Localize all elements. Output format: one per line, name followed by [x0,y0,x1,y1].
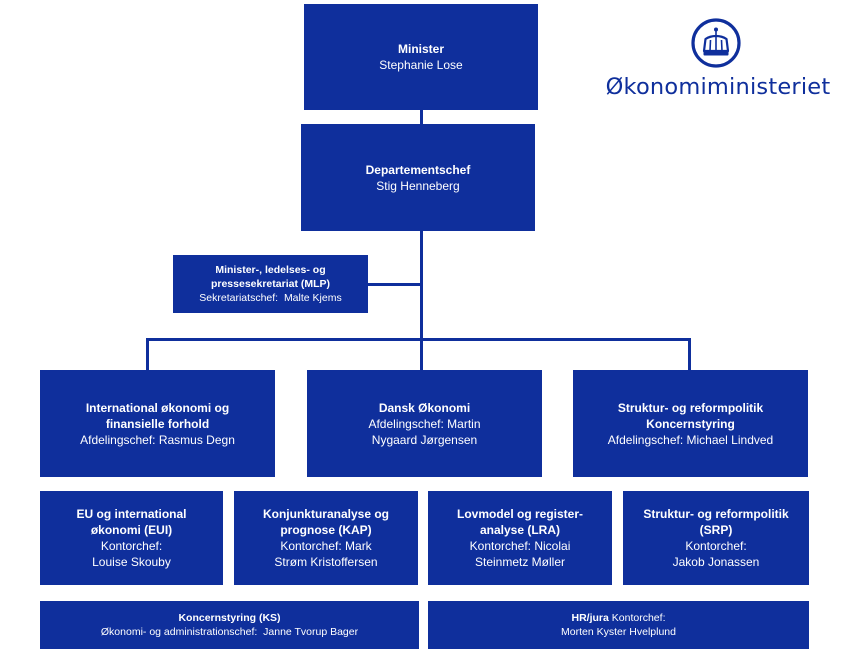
office-title-line2: økonomi (EUI) [90,523,173,537]
office-role-line2: Steinmetz Møller [474,555,566,569]
hr-role: Kontorchef: [611,612,666,624]
office-role-line1: Kontorchef: Nicolai [469,539,571,553]
ks-role-line: Økonomi- og administrationschef: Janne T… [101,625,358,639]
division-struktur: Struktur- og reformpolitik Koncernstyrin… [573,370,808,477]
division-role-line2: Nygaard Jørgensen [371,432,478,447]
hr-name: Morten Kyster Hvelplund [561,626,676,638]
office-role-line2: Jakob Jonassen [672,555,760,569]
office-title-line1: Lovmodel og register- [456,507,584,521]
office-eui: EU og international økonomi (EUI) Kontor… [40,491,223,585]
ks-name: Janne Tvorup Bager [263,626,359,638]
division-title-line2: Koncernstyring [646,416,735,431]
office-role-line1: Kontorchef: Mark [280,539,372,553]
connector-left-division [146,338,149,370]
hr-jura-box: HR/jura Kontorchef: Morten Kyster Hvelpl… [428,601,809,649]
mlp-role-line: Sekretariatschef: Malte Kjems [199,291,341,305]
departementschef-title: Departementschef [365,162,471,177]
mlp-role: Sekretariatschef: [199,292,279,304]
division-title-line1: Struktur- og reformpolitik [617,400,764,415]
ks-role: Økonomi- og administrationschef: [100,626,258,638]
mlp-box: Minister-, ledelses- og pressesekretaria… [173,255,368,313]
connector-minister-departementschef [420,110,423,124]
mlp-title-line1: Minister-, ledelses- og [215,264,326,276]
ks-title: Koncernstyring (KS) [178,612,281,624]
crown-icon [691,18,741,68]
division-international: International økonomi og finansielle for… [40,370,275,477]
division-title-line2: finansielle forhold [105,416,210,431]
connector-horizontal [146,338,690,341]
division-role-line1: Afdelingschef: Rasmus Degn [80,432,235,447]
hr-title-line: HR/jura Kontorchef: [572,611,666,625]
division-role-line1: Afdelingschef: Martin [368,416,481,431]
division-title-line1: Dansk Økonomi [378,400,471,415]
mlp-title-line2: pressesekretariat (MLP) [210,278,331,290]
office-srp: Struktur- og reformpolitik (SRP) Kontorc… [623,491,809,585]
office-title-line2: prognose (KAP) [280,523,372,537]
office-title-line1: Struktur- og reformpolitik [643,507,789,521]
hr-title: HR/jura [571,612,609,624]
departementschef-box: Departementschef Stig Henneberg [301,124,535,231]
office-kap: Konjunkturanalyse og prognose (KAP) Kont… [234,491,418,585]
office-title-line2: (SRP) [699,523,733,537]
office-role-line1: Kontorchef: [685,539,747,553]
office-title-line1: EU og international [76,507,187,521]
minister-box: Minister Stephanie Lose [304,4,538,110]
office-lra: Lovmodel og register- analyse (LRA) Kont… [428,491,612,585]
connector-right-division [688,338,691,370]
minister-title: Minister [397,42,444,56]
office-role-line2: Louise Skouby [92,555,171,569]
departementschef-name: Stig Henneberg [376,178,460,193]
mlp-name: Malte Kjems [283,292,342,304]
connector-mlp [368,283,422,286]
office-role-line1: Kontorchef: [100,539,163,553]
koncernstyring-box: Koncernstyring (KS) Økonomi- og administ… [40,601,419,649]
minister-name: Stephanie Lose [379,58,463,72]
office-title-line2: analyse (LRA) [479,523,561,537]
division-role-line1: Afdelingschef: Michael Lindved [607,432,774,447]
office-role-line2: Strøm Kristoffersen [274,555,378,569]
division-title-line1: International økonomi og [85,400,230,415]
connector-center-division [420,338,423,370]
logo-text: Økonomiministeriet [605,74,831,100]
office-title-line1: Konjunkturanalyse og [262,507,390,521]
division-dansk-okonomi: Dansk Økonomi Afdelingschef: Martin Nyga… [307,370,542,477]
